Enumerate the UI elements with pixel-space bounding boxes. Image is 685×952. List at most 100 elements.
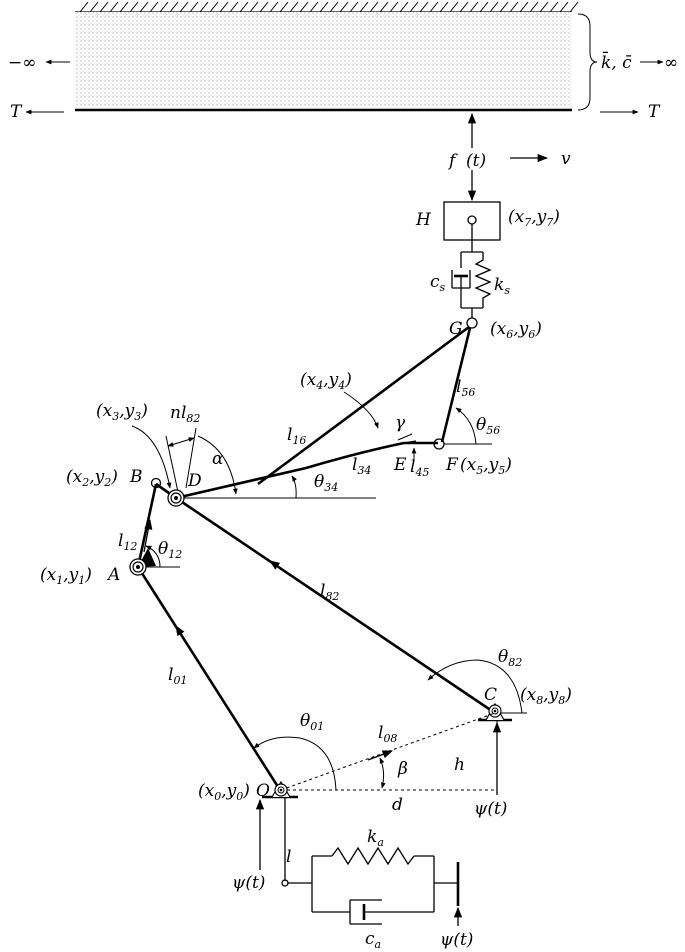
svg-text:θ56: θ56 <box>476 415 500 437</box>
x6y6-label: (x6,y6) <box>490 319 542 341</box>
x4y4-leader <box>343 391 379 429</box>
l01-arrow <box>175 625 193 653</box>
l56-label: l56 <box>456 377 475 399</box>
elastic-layer <box>75 12 572 110</box>
svg-text:nl82: nl82 <box>170 403 200 425</box>
svg-text:(x5,y5): (x5,y5) <box>460 455 512 477</box>
E-label: E <box>393 455 407 475</box>
psi-actuator-label: ψ(t) <box>440 930 473 950</box>
kc-bar-label: k̄, c̄ <box>601 50 632 73</box>
svg-text:ka: ka <box>367 827 384 849</box>
joint-B <box>150 477 162 489</box>
theta12-arc <box>145 545 161 568</box>
theta01-arc <box>253 736 337 791</box>
svg-text:l01: l01 <box>168 665 187 687</box>
d-label: d <box>392 795 403 815</box>
svg-text:ψ(t): ψ(t) <box>440 930 473 950</box>
svg-text:(x3,y3): (x3,y3) <box>96 401 148 423</box>
gamma-arc <box>397 433 413 441</box>
svg-text:θ82: θ82 <box>498 647 522 669</box>
x1y1-label: (x1,y1) <box>40 565 92 587</box>
svg-text:l12: l12 <box>118 531 137 553</box>
l01-label: l01 <box>168 665 187 687</box>
tension-right-label: T <box>648 102 661 122</box>
link-l56 <box>440 327 472 443</box>
theta01-label: θ01 <box>300 711 324 733</box>
F-label: F <box>445 455 459 475</box>
link-l45 <box>403 440 417 444</box>
svg-text:l16: l16 <box>287 425 306 447</box>
theta82-arc <box>427 659 523 714</box>
x2y2-label: (x2,y2) <box>66 467 118 489</box>
plus-infinity-label: ∞ <box>664 53 678 73</box>
svg-text:cs: cs <box>430 272 446 294</box>
svg-text:l34: l34 <box>352 455 371 477</box>
psi-O-label: ψ(t) <box>232 873 265 893</box>
tension-left-label: T <box>10 102 23 122</box>
svg-text:ψ(t): ψ(t) <box>474 799 507 819</box>
l12-arrow <box>143 518 153 553</box>
link-l34 <box>175 441 438 500</box>
O-label: O <box>256 781 270 801</box>
l08-arrow <box>367 750 393 761</box>
joint-A <box>129 558 147 576</box>
svg-text:θ34: θ34 <box>314 472 338 494</box>
A-label: A <box>106 565 120 585</box>
x3y3-leader <box>131 425 172 489</box>
l16-label: l16 <box>287 425 306 447</box>
svg-text:ks: ks <box>494 275 510 297</box>
foundation-hatching <box>75 1 579 13</box>
link-l82 <box>175 496 496 715</box>
x3y3-label: (x3,y3) <box>96 401 148 423</box>
svg-text:l56: l56 <box>456 377 475 399</box>
theta82-label: θ82 <box>498 647 522 669</box>
l08-dashed-line <box>280 712 496 791</box>
head-suspension <box>451 240 492 318</box>
link-l01 <box>136 566 282 791</box>
svg-text:θ01: θ01 <box>300 711 324 733</box>
actuator-spring-damper <box>288 846 460 925</box>
x5y5-label: (x5,y5) <box>460 455 512 477</box>
ks-label: ks <box>494 275 510 297</box>
ca-label: ca <box>365 929 381 951</box>
lever-l-label: l <box>286 847 291 867</box>
cs-label: cs <box>430 272 446 294</box>
psi-C-label: ψ(t) <box>474 799 507 819</box>
velocity-label: v <box>561 149 571 169</box>
svg-text:l45: l45 <box>410 457 429 479</box>
joint-D <box>167 489 185 507</box>
svg-text:l08: l08 <box>378 723 397 745</box>
l08-label: l08 <box>378 723 397 745</box>
svg-text:(x8,y8): (x8,y8) <box>520 685 572 707</box>
ka-label: ka <box>367 827 384 849</box>
svg-text:(x2,y2): (x2,y2) <box>66 467 118 489</box>
l82-arrow <box>269 560 299 581</box>
D-label: D <box>187 471 202 491</box>
joint-O <box>262 780 298 799</box>
l82-label: l82 <box>320 581 339 603</box>
head-H-label: H <box>415 210 432 230</box>
svg-text:ca: ca <box>365 929 381 951</box>
theta56-label: θ56 <box>476 415 500 437</box>
svg-text:(x0,y0): (x0,y0) <box>198 781 250 803</box>
l45-label: l45 <box>410 457 429 479</box>
l12-label: l12 <box>118 531 137 553</box>
svg-text:(x7,y7): (x7,y7) <box>508 207 560 229</box>
h-label: h <box>454 755 465 775</box>
link-l16 <box>257 325 470 486</box>
svg-text:(x4,y4): (x4,y4) <box>300 370 352 392</box>
svg-text:(x1,y1): (x1,y1) <box>40 565 92 587</box>
x7y7-label: (x7,y7) <box>508 207 560 229</box>
svg-text:(x6,y6): (x6,y6) <box>490 319 542 341</box>
force-time-label: (t) <box>466 151 486 171</box>
theta56-arc <box>455 407 477 445</box>
alpha-label: α <box>212 449 224 469</box>
theta12-label: θ12 <box>158 539 182 561</box>
beta-label: β <box>397 759 408 779</box>
alpha-arc <box>197 435 238 495</box>
svg-text:l82: l82 <box>320 581 339 603</box>
gamma-label: γ <box>395 413 406 433</box>
svg-text:θ12: θ12 <box>158 539 182 561</box>
x4y4-label: (x4,y4) <box>300 370 352 392</box>
